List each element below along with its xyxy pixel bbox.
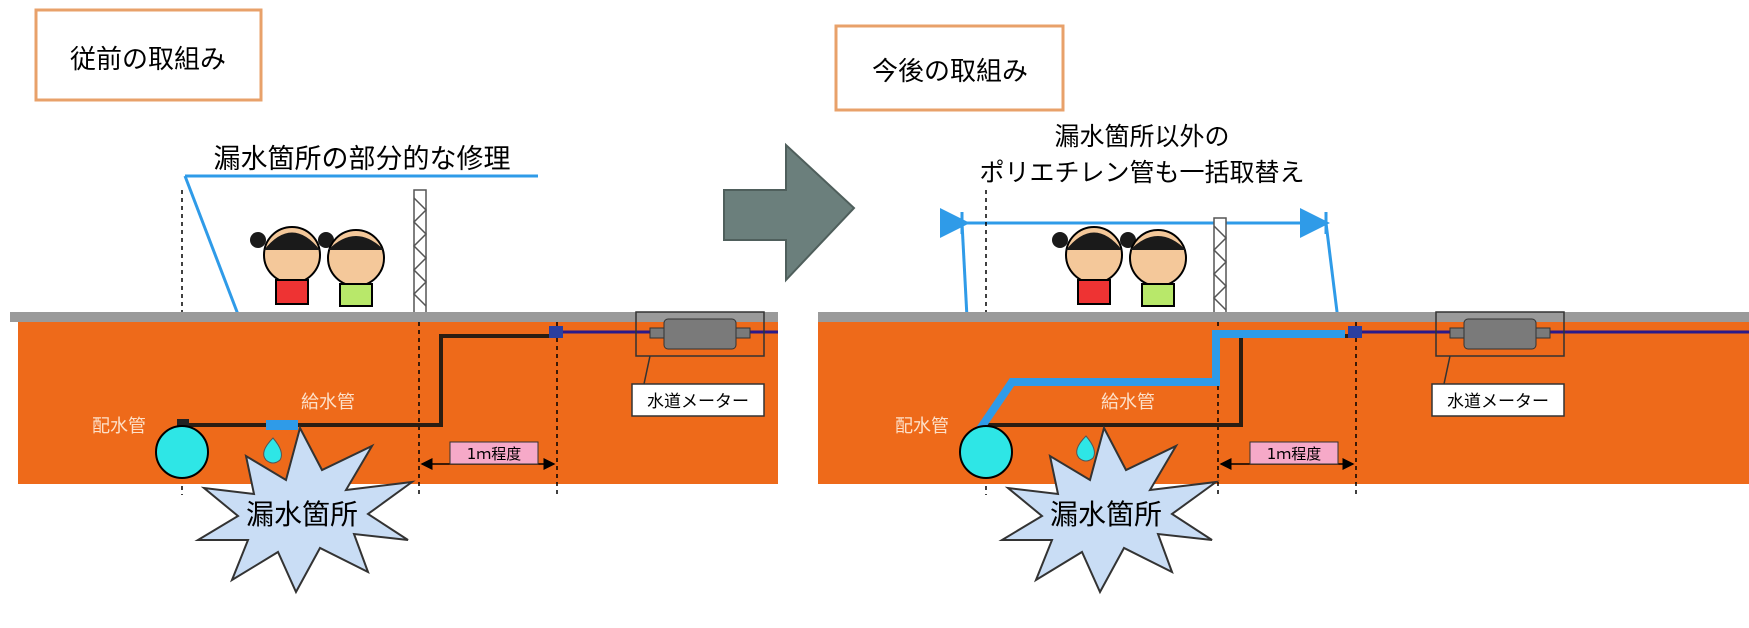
distance-box-before [449, 441, 539, 465]
service-pipe-label-before: 給水管 [301, 392, 355, 413]
leak-label-before: 漏水箇所 [246, 498, 358, 531]
main-pipe-before [155, 425, 209, 479]
joint-before [549, 326, 563, 338]
joint-after [1348, 326, 1362, 338]
title-before: 従前の取組み [70, 45, 226, 75]
leak-burst-before [194, 425, 416, 595]
ground-surface-before [10, 312, 778, 322]
title-box-before [34, 8, 263, 102]
callout-after-line1: 漏水箇所以外の [1054, 122, 1229, 151]
meter-label-after: 水道メーター [1447, 392, 1549, 412]
leak-burst-after [998, 425, 1220, 595]
callout-before: 漏水箇所の部分的な修理 [214, 144, 511, 175]
meter-after [1463, 318, 1537, 350]
panel-after: 今後の取組み 漏水箇所以外の ポリエチレン管も一括取替え [818, 24, 1749, 595]
service-pipe-label-after: 給水管 [1101, 392, 1155, 413]
panel-before: 従前の取組み 漏水箇所の部分的な修理 [10, 8, 778, 595]
title-box-after [834, 24, 1065, 112]
callout-after-line2: ポリエチレン管も一括取替え [979, 158, 1304, 187]
water-drop-icon [263, 437, 282, 464]
distance-box-after [1249, 441, 1339, 465]
meter-before [663, 318, 737, 350]
replaced-pipe [974, 330, 1345, 435]
distance-label-after: 1ｍ程度 [1267, 445, 1322, 463]
children-illustration [250, 226, 385, 307]
meter-box-before [635, 311, 765, 357]
meter-label-box-after [1431, 383, 1565, 417]
transition-arrow-icon [723, 142, 856, 283]
meter-box-after [1435, 311, 1565, 357]
water-drop-icon-after [1076, 435, 1095, 462]
title-after: 今後の取組み [872, 57, 1028, 87]
meter-label-box-before [631, 383, 765, 417]
repair-segment [266, 420, 298, 430]
leak-label-after: 漏水箇所 [1050, 498, 1162, 531]
children-illustration-after [1052, 226, 1187, 307]
ground-surface-after [818, 312, 1749, 322]
main-pipe-after [959, 425, 1013, 479]
main-pipe-label-before: 配水管 [92, 416, 146, 437]
service-pipe-before [182, 334, 557, 427]
main-pipe-label-after: 配水管 [895, 416, 949, 437]
meter-label-before: 水道メーター [647, 392, 749, 412]
distance-label-before: 1ｍ程度 [467, 445, 522, 463]
